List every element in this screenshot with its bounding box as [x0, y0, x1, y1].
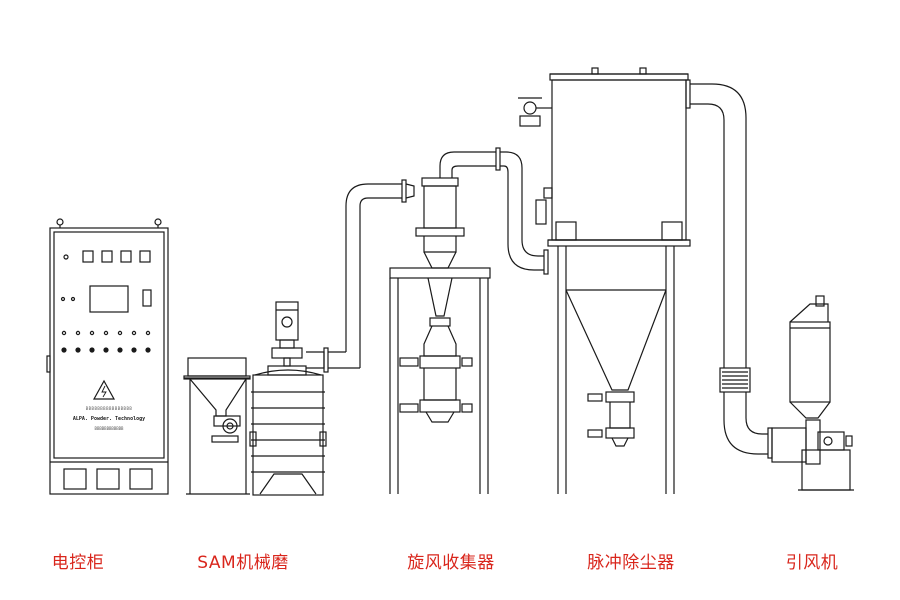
cabinet-nameplate: BBBBBBBBBBBBBBBB ALPA. Powder. Technolog…: [64, 405, 154, 433]
nameplate-line-2: ALPA. Powder. Technology: [72, 416, 146, 422]
pipe-collector-to-fan: [685, 79, 773, 459]
label-cyclone-collector: 旋风收集器: [407, 553, 495, 573]
hazard-warning-icon: [92, 379, 116, 400]
label-sam-mill: SAM机械磨: [197, 553, 289, 573]
cyclone-collector: [389, 147, 501, 494]
sam-mill: [183, 301, 329, 496]
button-row-1: [61, 330, 151, 336]
button-row-2: [61, 347, 151, 353]
nameplate-line-3: BBBBBBBBBBBB: [94, 426, 124, 431]
label-pulse-dust-collector: 脉冲除尘器: [587, 553, 675, 573]
bellows-expansion-joint: [719, 367, 751, 393]
pipe-mill-to-cyclone: [328, 179, 415, 369]
induced-draft-fan: [771, 295, 854, 491]
label-induced-draft-fan: 引风机: [785, 553, 839, 573]
label-control-cabinet: 电控柜: [51, 553, 105, 573]
pipe-cyclone-to-dust-collector: [500, 151, 549, 275]
nameplate-line-1: BBBBBBBBBBBBBBBB: [85, 406, 133, 411]
control-cabinet: [46, 218, 169, 495]
pulse-dust-collector: [518, 67, 691, 494]
